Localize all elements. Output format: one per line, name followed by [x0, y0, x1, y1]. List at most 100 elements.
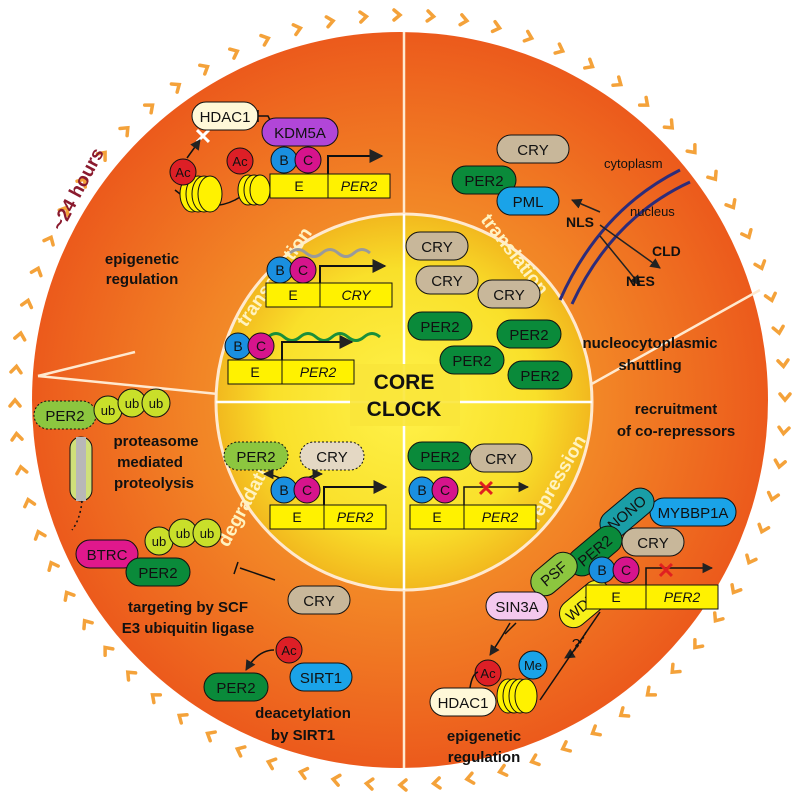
chevron-arrow-icon	[753, 259, 767, 271]
chevron-arrow-icon	[291, 23, 304, 37]
label-epigenetic2-1: epigenetic	[447, 728, 521, 745]
per2-protein: PER2	[464, 173, 503, 190]
label-targeting-1: targeting by SCF	[128, 599, 248, 616]
label-deacetylation-2: by SIRT1	[271, 727, 335, 744]
chevron-arrow-icon	[297, 766, 310, 781]
chevron-arrow-icon	[234, 745, 247, 758]
label-proteasome-2: mediated	[117, 454, 183, 471]
label-nucleocytoplasmic-1: nucleocytoplasmic	[582, 335, 717, 352]
chevron-arrow-icon	[227, 47, 240, 60]
gene-per2: PER2	[482, 509, 519, 525]
btrc-protein: BTRC	[87, 547, 128, 564]
chevron-arrow-icon	[8, 397, 22, 408]
pml-protein: PML	[513, 194, 544, 211]
chevron-arrow-icon	[392, 8, 403, 22]
per2-protein: PER2	[520, 368, 559, 385]
gene-cry: CRY	[341, 287, 372, 303]
gene-per2: PER2	[341, 178, 378, 194]
chevron-arrow-icon	[15, 464, 29, 476]
chevron-arrow-icon	[10, 430, 24, 442]
chevron-arrow-icon	[529, 753, 541, 767]
chevron-arrow-icon	[63, 590, 76, 602]
bmal1-b: B	[279, 482, 288, 498]
clock-c: C	[621, 562, 631, 578]
chevron-arrow-icon	[670, 662, 682, 675]
chevron-arrow-icon	[82, 618, 94, 631]
bmal1-b: B	[417, 482, 426, 498]
chevron-arrow-icon	[766, 490, 781, 503]
kdm5a-protein: KDM5A	[274, 125, 326, 142]
chevron-arrow-icon	[490, 19, 503, 34]
chevron-arrow-icon	[259, 33, 271, 47]
nucleosome	[237, 174, 271, 206]
ubiquitin: ub	[101, 403, 115, 418]
clock-c: C	[303, 152, 313, 168]
chevron-arrow-icon	[95, 150, 107, 163]
clock-c: C	[298, 262, 308, 278]
chevron-arrow-icon	[611, 75, 624, 88]
chevron-arrow-icon	[458, 13, 470, 27]
ac-mark: Ac	[281, 643, 297, 658]
chevron-arrow-icon	[560, 740, 573, 753]
chevron-arrow-icon	[618, 706, 631, 718]
chevron-arrow-icon	[324, 15, 336, 29]
hdac1-protein: HDAC1	[200, 109, 251, 126]
clock-c: C	[302, 482, 312, 498]
label-cytoplasm: cytoplasm	[604, 156, 663, 171]
chevron-arrow-icon	[169, 82, 182, 94]
per2-protein: PER2	[216, 680, 255, 697]
chevron-arrow-icon	[205, 730, 217, 743]
scf-targeting-group: BTRC PER2 ub ub ub targeting by SCF E3 u…	[75, 518, 351, 637]
chevron-arrow-icon	[19, 297, 34, 310]
chevron-arrow-icon	[662, 118, 675, 130]
chevron-arrow-icon	[773, 458, 787, 470]
cry-protein: CRY	[485, 451, 516, 468]
chevron-arrow-icon	[142, 103, 155, 115]
chevron-arrow-icon	[150, 693, 163, 705]
label-recruitment-2: of co-repressors	[617, 423, 735, 440]
chevron-arrow-icon	[712, 611, 725, 624]
gene-per2: PER2	[337, 509, 374, 525]
ac-mark: Ac	[175, 165, 191, 180]
ubiquitin: ub	[125, 396, 139, 411]
chevron-arrow-icon	[693, 637, 705, 650]
chevron-arrow-icon	[42, 234, 55, 247]
chevron-arrow-icon	[397, 778, 408, 792]
core-title-1: CORE	[374, 371, 435, 394]
bmal1-b: B	[597, 562, 606, 578]
chevron-arrow-icon	[724, 198, 737, 210]
ebox: E	[292, 509, 301, 525]
ubiquitin: ub	[176, 526, 190, 541]
cry-protein: CRY	[303, 593, 334, 610]
cry-protein: CRY	[637, 535, 668, 552]
per2-protein: PER2	[452, 353, 491, 370]
ebox: E	[294, 178, 303, 194]
per2-degraded: PER2	[45, 408, 84, 425]
core-repression: PER2 CRY B C E PER2 ✕	[407, 441, 537, 530]
core-translation: CRY CRY CRY PER2 PER2 PER2 PER2	[405, 231, 573, 390]
label-epigenetic-1: epigenetic	[105, 251, 179, 268]
chevron-arrow-icon	[778, 392, 792, 403]
chevron-arrow-icon	[583, 57, 595, 70]
cry-protein: CRY	[493, 287, 524, 304]
nucleosome	[496, 678, 538, 714]
chevron-arrow-icon	[757, 522, 771, 535]
chevron-arrow-icon	[13, 330, 27, 342]
label-deacetylation-1: deacetylation	[255, 705, 351, 722]
chevron-arrow-icon	[685, 142, 697, 155]
chevron-arrow-icon	[125, 670, 138, 682]
chevron-arrow-icon	[9, 363, 23, 375]
chevron-arrow-icon	[23, 496, 37, 509]
bmal1-b: B	[279, 152, 288, 168]
chevron-arrow-icon	[33, 529, 47, 541]
ebox: E	[432, 509, 441, 525]
ubiquitin: ub	[149, 396, 163, 411]
chevron-arrow-icon	[57, 205, 70, 217]
clock-c: C	[440, 482, 450, 498]
period-chevron-ring	[8, 8, 792, 792]
cry-protein: CRY	[431, 273, 462, 290]
svg-text:✕: ✕	[477, 476, 495, 501]
chevron-arrow-icon	[75, 176, 88, 189]
sirt1-protein: SIRT1	[300, 670, 342, 687]
